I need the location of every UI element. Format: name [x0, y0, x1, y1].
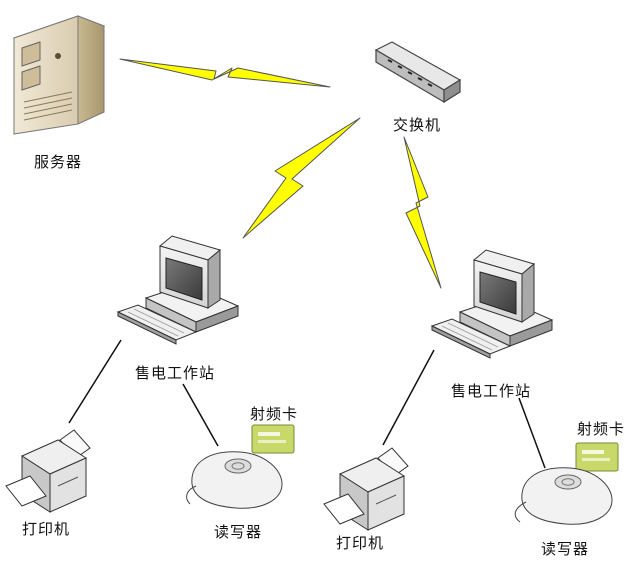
label-reader-left: 读写器 [214, 523, 263, 541]
link-ws-right-reader [518, 397, 546, 469]
wireless-link-switch-ws-left [242, 117, 361, 239]
link-ws-left-printer [68, 339, 122, 424]
label-reader-right: 读写器 [541, 540, 590, 558]
label-server: 服务器 [34, 153, 83, 171]
printer-right-icon [323, 447, 409, 531]
server-icon [12, 15, 106, 135]
printer-left-icon [5, 429, 91, 513]
reader-right-icon [514, 467, 613, 525]
label-workstation-left: 售电工作站 [135, 364, 216, 382]
wireless-link-switch-ws-right [403, 136, 442, 289]
label-printer-right: 打印机 [336, 534, 385, 552]
switch-icon [374, 41, 462, 104]
workstation-left-icon [116, 235, 240, 345]
label-card-left: 射频卡 [250, 405, 299, 423]
rf-card-left-icon [251, 424, 295, 454]
link-ws-left-reader [182, 383, 219, 447]
label-workstation-right: 售电工作站 [451, 382, 532, 400]
link-ws-right-printer [382, 349, 435, 446]
wireless-link-server-switch [119, 58, 331, 88]
workstation-right-icon [430, 249, 554, 359]
label-switch: 交换机 [393, 116, 442, 134]
reader-left-icon [186, 451, 283, 509]
rf-card-right-icon [575, 442, 619, 472]
label-printer-left: 打印机 [22, 520, 71, 538]
label-card-right: 射频卡 [577, 420, 626, 438]
